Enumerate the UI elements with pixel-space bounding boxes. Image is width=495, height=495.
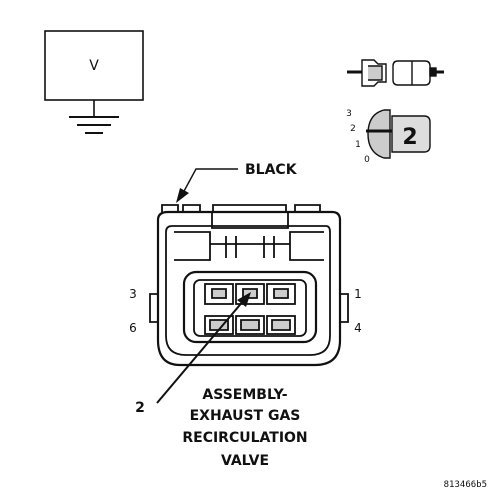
component-name-line3: RECIRCULATION — [182, 430, 307, 446]
voltmeter-box — [44, 30, 144, 101]
legend-callout-number: 2 — [402, 125, 417, 150]
component-name-line1: ASSEMBLY- — [202, 387, 287, 403]
legend-label-0: 0 — [364, 155, 370, 165]
legend-pin-tab — [391, 115, 431, 153]
figure-id: 813466b5 — [444, 480, 487, 490]
pin-label-3: 3 — [129, 287, 137, 301]
wire-color-leader — [176, 168, 238, 203]
pin-label-1: 1 — [354, 287, 362, 301]
legend-label-3: 3 — [346, 109, 352, 119]
legend-label-1: 1 — [355, 140, 361, 150]
pin-legend: 3 2 1 0 2 — [346, 109, 431, 165]
connector-housing — [149, 204, 349, 367]
pin-label-6: 6 — [129, 321, 137, 335]
legend-label-2: 2 — [350, 124, 356, 134]
component-name-line2: EXHAUST GAS — [190, 408, 301, 424]
terminal-icon — [347, 59, 444, 87]
callout-number: 2 — [135, 400, 145, 416]
pin-label-4: 4 — [354, 321, 362, 335]
component-name-line4: VALVE — [221, 453, 269, 469]
callout-leader — [156, 292, 251, 404]
legend-sleeve — [367, 109, 391, 159]
wire-color-label: BLACK — [245, 162, 298, 178]
voltmeter-label: V — [89, 58, 99, 74]
voltmeter — [44, 30, 144, 134]
